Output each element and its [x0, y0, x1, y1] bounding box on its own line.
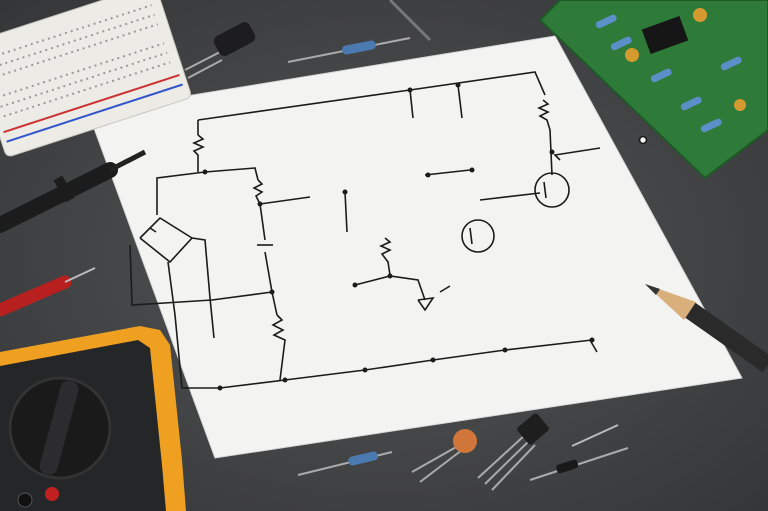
- transistor: [477, 413, 549, 491]
- electrolytic-capacitor: [184, 22, 256, 79]
- breadboard: [0, 0, 191, 157]
- multimeter: [0, 326, 186, 511]
- pencil: [645, 284, 768, 373]
- ceramic-capacitor: [411, 429, 477, 483]
- resistor-top: [287, 0, 432, 63]
- circuit-schematic: [129, 71, 648, 391]
- red-probe: [0, 267, 96, 317]
- paper-sheet: [87, 35, 743, 459]
- diode: [529, 424, 629, 481]
- black-probe: [0, 149, 147, 233]
- pcb-board: [538, 0, 768, 180]
- resistor-bottom: [297, 451, 393, 476]
